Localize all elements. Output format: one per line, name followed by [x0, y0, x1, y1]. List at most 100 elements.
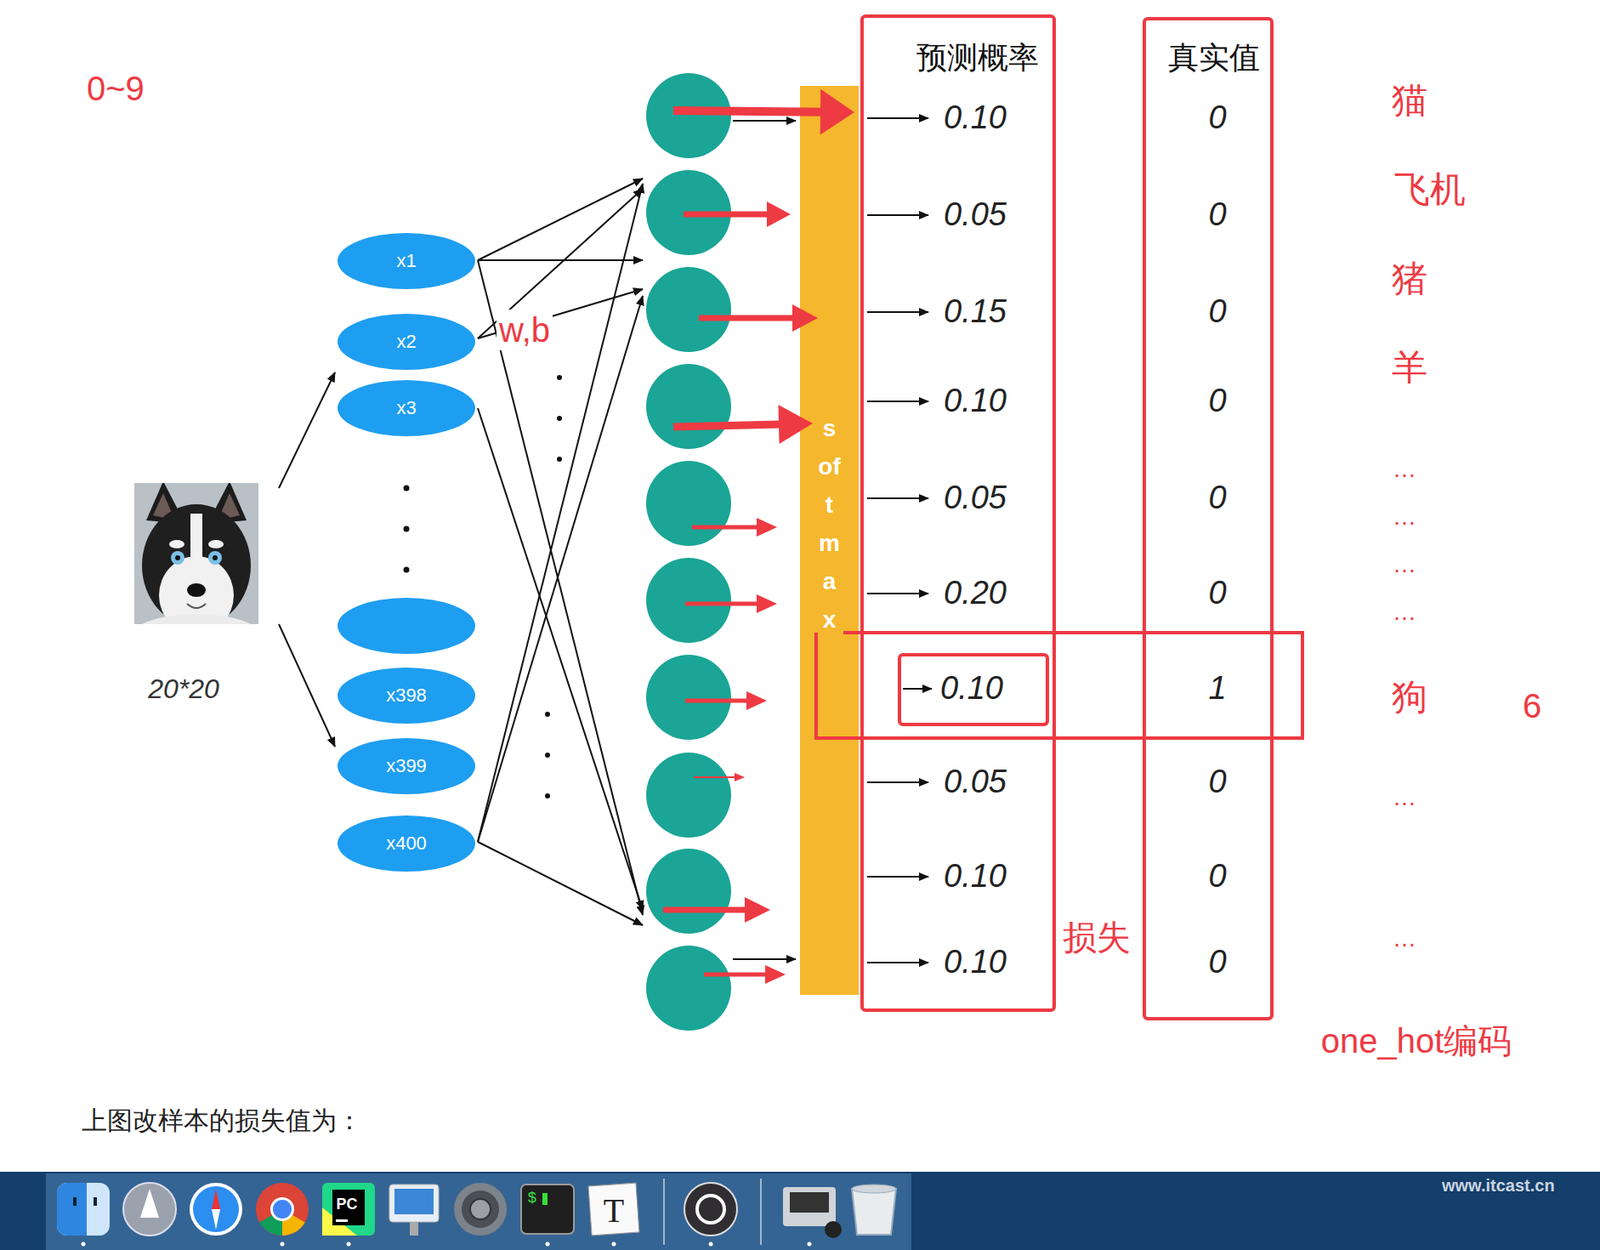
true-value: 0 — [1208, 856, 1226, 897]
arrow-line — [477, 408, 643, 910]
class-name: 猫 — [1391, 79, 1428, 122]
activation-arrow — [703, 972, 767, 977]
arrow-line — [867, 400, 929, 403]
arrow-line — [732, 958, 796, 960]
highlight-cell: 0.10 — [897, 652, 1050, 727]
probability-value: 0.15 — [943, 292, 1007, 332]
image-size: 20*20 — [147, 672, 220, 705]
icon-glyph: $ — [527, 1189, 538, 1209]
probability-value: 0.10 — [940, 669, 1004, 709]
arrow-head — [756, 594, 778, 613]
ellipsis: … — [1392, 924, 1417, 954]
activation-arrow — [692, 525, 759, 530]
true-value: 0 — [1208, 381, 1226, 421]
input-node: x398 — [337, 667, 476, 724]
probability-value: 0.10 — [943, 98, 1007, 138]
output-neurons — [646, 73, 732, 1031]
ellipsis: … — [1392, 550, 1417, 579]
ellipsis: … — [1392, 454, 1417, 484]
arrow-line — [278, 372, 335, 488]
arrow-line — [477, 259, 643, 261]
activation-arrow — [685, 601, 759, 607]
column-header: 真实值 — [1168, 39, 1260, 76]
class-name: 飞机 — [1394, 168, 1466, 211]
arrow-line — [278, 624, 335, 747]
class-name: 狗 — [1391, 675, 1428, 719]
true-value: 0 — [1208, 292, 1226, 332]
ellipse-fill — [337, 313, 476, 370]
input-node: x399 — [337, 737, 476, 795]
input-label: x1 — [396, 249, 416, 273]
ellipse-fill — [337, 737, 476, 795]
activation-arrow — [683, 211, 769, 218]
true-value: 0 — [1208, 573, 1226, 613]
dog-photo — [134, 482, 259, 625]
probability-value: 0.10 — [943, 942, 1007, 982]
class-name: 猪 — [1391, 257, 1428, 301]
ellipsis: … — [1392, 502, 1417, 532]
probability-value: 0.10 — [943, 856, 1007, 897]
truth-column: 真实值 0 0 0 0 0 0 1 0 0 0 — [1142, 17, 1274, 1021]
activation-arrow — [685, 698, 749, 704]
input-label: x398 — [385, 684, 427, 707]
encoding-label: one_hot编码 — [1321, 1020, 1513, 1061]
watermark: www.itcast.cn — [1441, 1174, 1555, 1196]
ellipsis-dots — [403, 374, 563, 799]
arrow-line — [477, 841, 643, 925]
class-range: 0~9 — [86, 68, 145, 109]
weight-label: w,b — [496, 309, 553, 351]
probability-value: 0.10 — [943, 381, 1007, 421]
ellipse-fill — [337, 380, 476, 437]
prediction-column: 预测概率0.100.050.150.100.050.200.050.100.10… — [860, 14, 1056, 1012]
probability-value: 0.05 — [943, 478, 1007, 518]
body-text: 上图改样本的损失值为： — [81, 1105, 363, 1136]
column-header: 预测概率 — [916, 39, 1039, 76]
arrow-line — [477, 260, 643, 915]
true-value: 0 — [1208, 98, 1226, 138]
arrow-head — [765, 964, 786, 984]
activation-arrow — [673, 424, 781, 427]
activation-arrow — [698, 315, 795, 322]
arrow-line — [867, 214, 929, 216]
softmax-band: softmax — [800, 85, 859, 995]
arrow-line — [732, 119, 796, 122]
arrow-line — [867, 875, 929, 878]
arrow-head — [734, 772, 745, 782]
true-value: 0 — [1208, 942, 1226, 982]
input-node: x400 — [337, 815, 476, 872]
ellipse-fill — [337, 667, 476, 724]
input-label: x399 — [385, 754, 427, 778]
ellipse-fill — [337, 815, 476, 872]
arrow-line — [902, 687, 932, 690]
input-node: x3 — [337, 380, 476, 437]
true-value: 0 — [1208, 195, 1226, 235]
ellipsis: … — [1392, 782, 1417, 812]
class-index: 6 — [1522, 685, 1542, 727]
class-name: 羊 — [1391, 346, 1428, 389]
arrow-line — [477, 295, 643, 842]
loss-label: 损失 — [1062, 916, 1131, 958]
arrow-line — [477, 178, 643, 261]
true-value: 0 — [1208, 478, 1226, 518]
true-value: 0 — [1208, 762, 1226, 802]
arrow-line — [867, 592, 929, 595]
probability-value: 0.05 — [943, 195, 1007, 235]
mac-dock — [0, 1171, 1600, 1250]
arrow-head — [756, 517, 778, 537]
arrow-line — [867, 961, 929, 964]
arrow-head — [744, 896, 771, 923]
arrow-head — [746, 691, 767, 710]
input-label: x2 — [396, 330, 416, 353]
ellipse-fill — [337, 232, 476, 290]
activation-arrow — [663, 907, 747, 914]
input-label: x3 — [396, 397, 416, 420]
icon-glyph: PC — [335, 1195, 358, 1215]
highlight-row — [816, 632, 1303, 738]
arrow-line — [867, 311, 929, 313]
icon-glyph: T — [603, 1190, 625, 1232]
probability-value: 0.05 — [943, 762, 1007, 802]
true-value: 1 — [1208, 669, 1226, 709]
arrow-line — [867, 117, 929, 120]
input-node: x1 — [337, 232, 476, 290]
